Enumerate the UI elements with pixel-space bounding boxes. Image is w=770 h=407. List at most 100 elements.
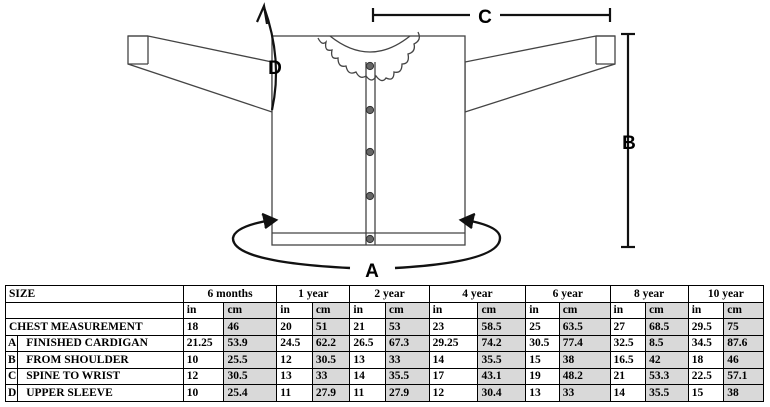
size-header-row: SIZE 6 months 1 year 2 year 4 year 6 yea… — [5, 285, 765, 303]
cell-cm: 33 — [384, 351, 430, 369]
cell-cm: 30.4 — [477, 384, 527, 402]
cell-cm: 25.4 — [223, 384, 278, 402]
cell-in: 15 — [525, 351, 560, 369]
label-c: C — [478, 7, 492, 28]
cell-cm: 51 — [311, 318, 351, 336]
cell-in: 11 — [276, 384, 313, 402]
row-key: D — [4, 384, 19, 402]
cell-in: 11 — [349, 384, 386, 402]
cell-in: 14 — [349, 367, 386, 385]
cell-cm: 27.9 — [311, 384, 351, 402]
size-8-year: 8 year — [609, 285, 689, 303]
cell-cm: 53 — [384, 318, 430, 336]
row-label: UPPER SLEEVE — [17, 384, 184, 402]
cell-cm: 35.5 — [477, 351, 527, 369]
row-label: SPINE TO WRIST — [17, 367, 184, 385]
cell-in: 32.5 — [609, 334, 647, 352]
cell-in: 20 — [276, 318, 313, 336]
unit-in: in — [687, 301, 725, 319]
cell-cm: 33 — [558, 384, 611, 402]
measure-b — [621, 32, 635, 249]
size-chart-table: SIZE 6 months 1 year 2 year 4 year 6 yea… — [4, 285, 765, 402]
cell-cm: 33 — [311, 367, 351, 385]
cell-in: 27 — [609, 318, 647, 336]
cell-in: 26.5 — [349, 334, 386, 352]
unit-in: in — [349, 301, 386, 319]
cell-cm: 46 — [223, 318, 278, 336]
cell-cm: 27.9 — [384, 384, 430, 402]
button — [365, 234, 375, 244]
cardigan-outline — [127, 31, 616, 246]
cell-cm: 67.3 — [384, 334, 430, 352]
unit-cm: cm — [384, 301, 430, 319]
unit-cm: cm — [558, 301, 611, 319]
row-key: B — [4, 351, 19, 369]
size-label: SIZE — [5, 285, 184, 303]
unit-cm: cm — [311, 301, 351, 319]
cell-in: 14 — [428, 351, 479, 369]
cell-in: 14 — [609, 384, 647, 402]
cell-in: 30.5 — [525, 334, 560, 352]
cell-cm: 48.2 — [558, 367, 611, 385]
cell-cm: 43.1 — [477, 367, 527, 385]
measure-a — [231, 212, 502, 270]
button — [365, 105, 375, 115]
cell-cm: 58.5 — [477, 318, 527, 336]
cell-in: 18 — [687, 351, 725, 369]
cell-cm: 25.5 — [223, 351, 278, 369]
cell-in: 10 — [182, 384, 225, 402]
cell-in: 13 — [349, 351, 386, 369]
label-a: A — [365, 261, 379, 282]
unit-spacer — [5, 301, 184, 319]
size-6-year: 6 year — [525, 285, 611, 303]
cell-cm: 68.5 — [645, 318, 689, 336]
cell-in: 22.5 — [687, 367, 725, 385]
cell-cm: 75 — [723, 318, 764, 336]
cell-cm: 74.2 — [477, 334, 527, 352]
button — [365, 61, 375, 71]
cell-cm: 35.5 — [384, 367, 430, 385]
cell-in: 15 — [687, 384, 725, 402]
cell-in: 12 — [276, 351, 313, 369]
cell-in: 12 — [182, 367, 225, 385]
cell-cm: 87.6 — [723, 334, 764, 352]
unit-in: in — [276, 301, 313, 319]
row-key: A — [4, 334, 19, 352]
size-4-year: 4 year — [428, 285, 527, 303]
button — [365, 191, 375, 201]
cell-in: 24.5 — [276, 334, 313, 352]
cell-cm: 35.5 — [645, 384, 689, 402]
row-key: C — [4, 367, 19, 385]
cell-in: 25 — [525, 318, 560, 336]
row-label: CHEST MEASUREMENT — [5, 318, 184, 336]
cell-in: 29.25 — [428, 334, 479, 352]
cell-cm: 46 — [723, 351, 764, 369]
cell-cm: 8.5 — [645, 334, 689, 352]
cell-cm: 62.2 — [311, 334, 351, 352]
row-label: FROM SHOULDER — [17, 351, 184, 369]
cell-in: 16.5 — [609, 351, 647, 369]
size-10-year: 10 year — [687, 285, 765, 303]
size-2-year: 2 year — [349, 285, 430, 303]
unit-in: in — [525, 301, 560, 319]
cell-in: 13 — [525, 384, 560, 402]
cell-cm: 53.3 — [645, 367, 689, 385]
cell-cm: 57.1 — [723, 367, 764, 385]
cell-in: 21 — [349, 318, 386, 336]
label-d: D — [268, 58, 282, 79]
unit-cm: cm — [645, 301, 689, 319]
button — [365, 147, 375, 157]
cell-cm: 53.9 — [223, 334, 278, 352]
cell-cm: 30.5 — [311, 351, 351, 369]
cell-in: 13 — [276, 367, 313, 385]
unit-cm: cm — [477, 301, 527, 319]
cell-in: 17 — [428, 367, 479, 385]
unit-in: in — [182, 301, 225, 319]
unit-in: in — [428, 301, 479, 319]
cell-cm: 42 — [645, 351, 689, 369]
cell-cm: 30.5 — [223, 367, 278, 385]
